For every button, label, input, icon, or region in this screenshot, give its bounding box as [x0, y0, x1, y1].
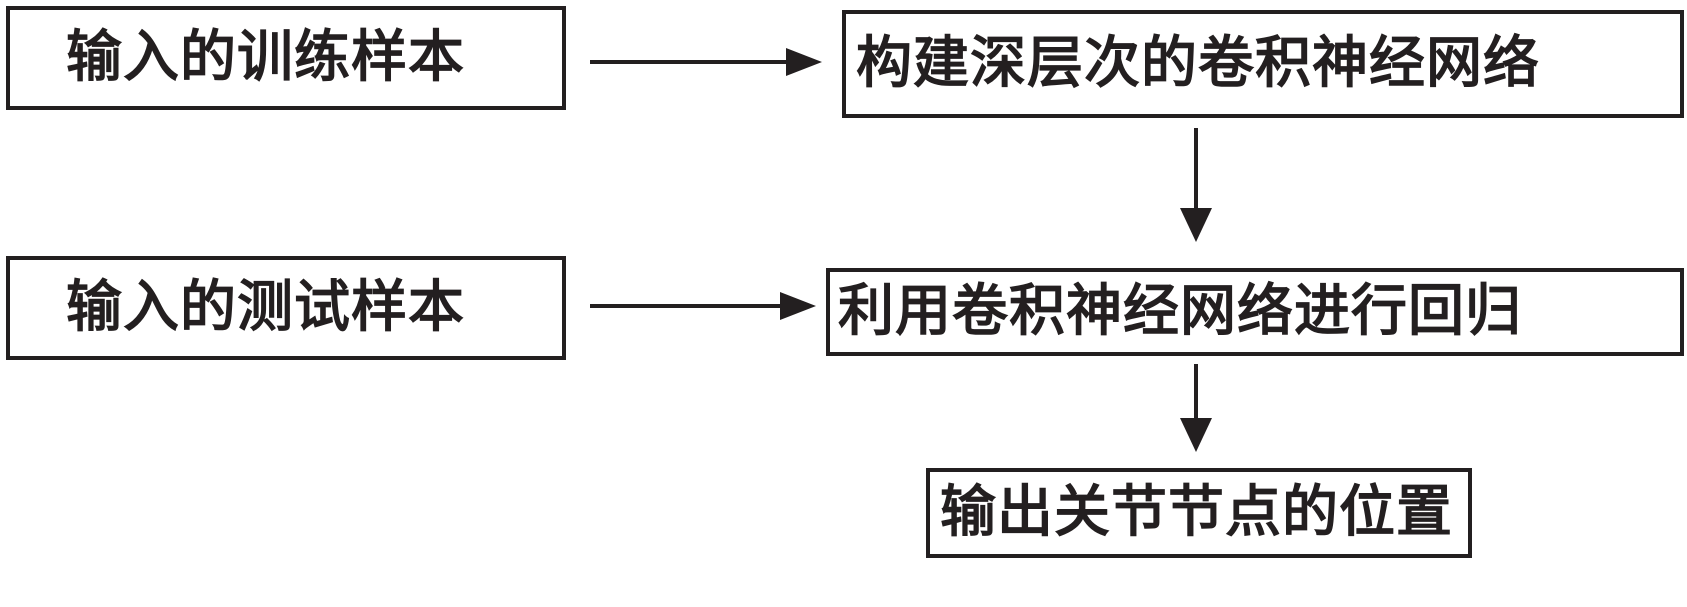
output-joint-positions-box: 输出关节节点的位置 — [926, 468, 1472, 558]
arrow-test-to-regression — [590, 292, 816, 320]
train-sample-input-label: 输入的训练样本 — [66, 30, 465, 86]
test-sample-input-box: 输入的测试样本 — [6, 256, 566, 360]
output-joint-positions-label: 输出关节节点的位置 — [940, 485, 1453, 541]
cnn-regression-label: 利用卷积神经网络进行回归 — [838, 284, 1522, 340]
arrow-regression-to-output — [1180, 364, 1212, 452]
build-deep-cnn-box: 构建深层次的卷积神经网络 — [842, 10, 1684, 118]
cnn-regression-box: 利用卷积神经网络进行回归 — [826, 268, 1684, 356]
build-deep-cnn-label: 构建深层次的卷积神经网络 — [856, 36, 1540, 92]
test-sample-input-label: 输入的测试样本 — [66, 280, 465, 336]
arrow-cnn-to-regression — [1180, 128, 1212, 242]
train-sample-input-box: 输入的训练样本 — [6, 6, 566, 110]
arrow-train-to-cnn — [590, 48, 822, 76]
